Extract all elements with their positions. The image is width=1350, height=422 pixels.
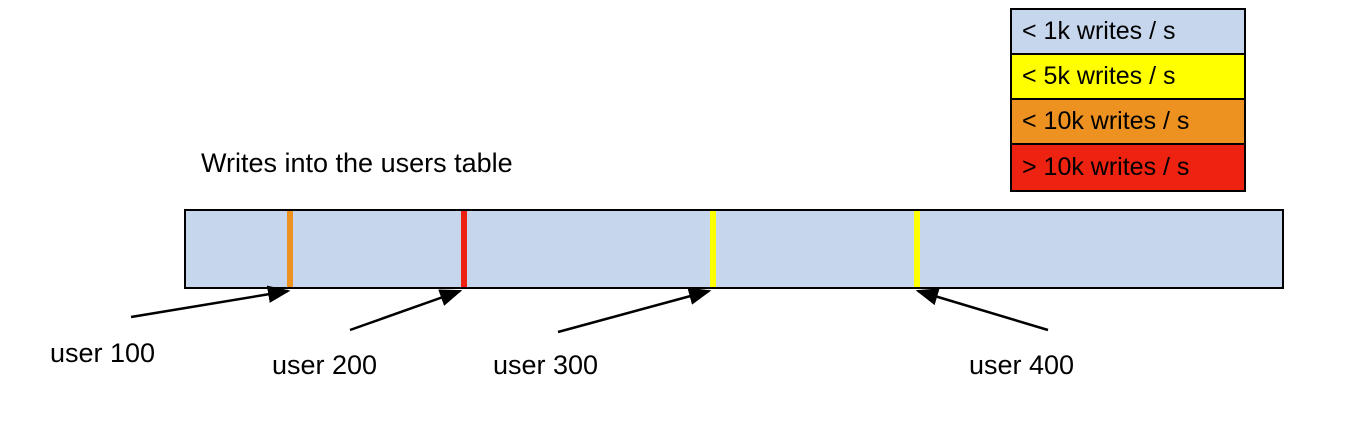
legend-item-high: < 10k writes / s (1012, 100, 1244, 145)
bar-tick-user-300 (710, 211, 716, 287)
arrow-user-400 (915, 288, 1049, 332)
legend-item-medium: < 5k writes / s (1012, 55, 1244, 100)
legend-item-label: > 10k writes / s (1022, 153, 1190, 181)
users-table-bar (184, 209, 1284, 289)
arrow-user-200 (349, 289, 463, 332)
bar-tick-user-400 (914, 211, 920, 287)
legend-item-very-high: > 10k writes / s (1012, 145, 1244, 190)
label-user-200: user 200 (272, 350, 378, 380)
legend-item-low: < 1k writes / s (1012, 10, 1244, 55)
legend-item-label: < 5k writes / s (1022, 62, 1176, 90)
bar-tick-user-100 (287, 211, 293, 287)
legend: < 1k writes / s < 5k writes / s < 10k wr… (1010, 8, 1246, 192)
arrow-user-100 (130, 285, 291, 319)
legend-item-label: < 10k writes / s (1022, 107, 1190, 135)
diagram-caption: Writes into the users table (201, 148, 513, 178)
label-user-300: user 300 (493, 350, 599, 380)
label-user-100: user 100 (50, 338, 156, 368)
legend-item-label: < 1k writes / s (1022, 17, 1176, 45)
label-user-400: user 400 (969, 350, 1075, 380)
arrow-user-300 (557, 287, 712, 334)
bar-tick-user-200 (461, 211, 467, 287)
